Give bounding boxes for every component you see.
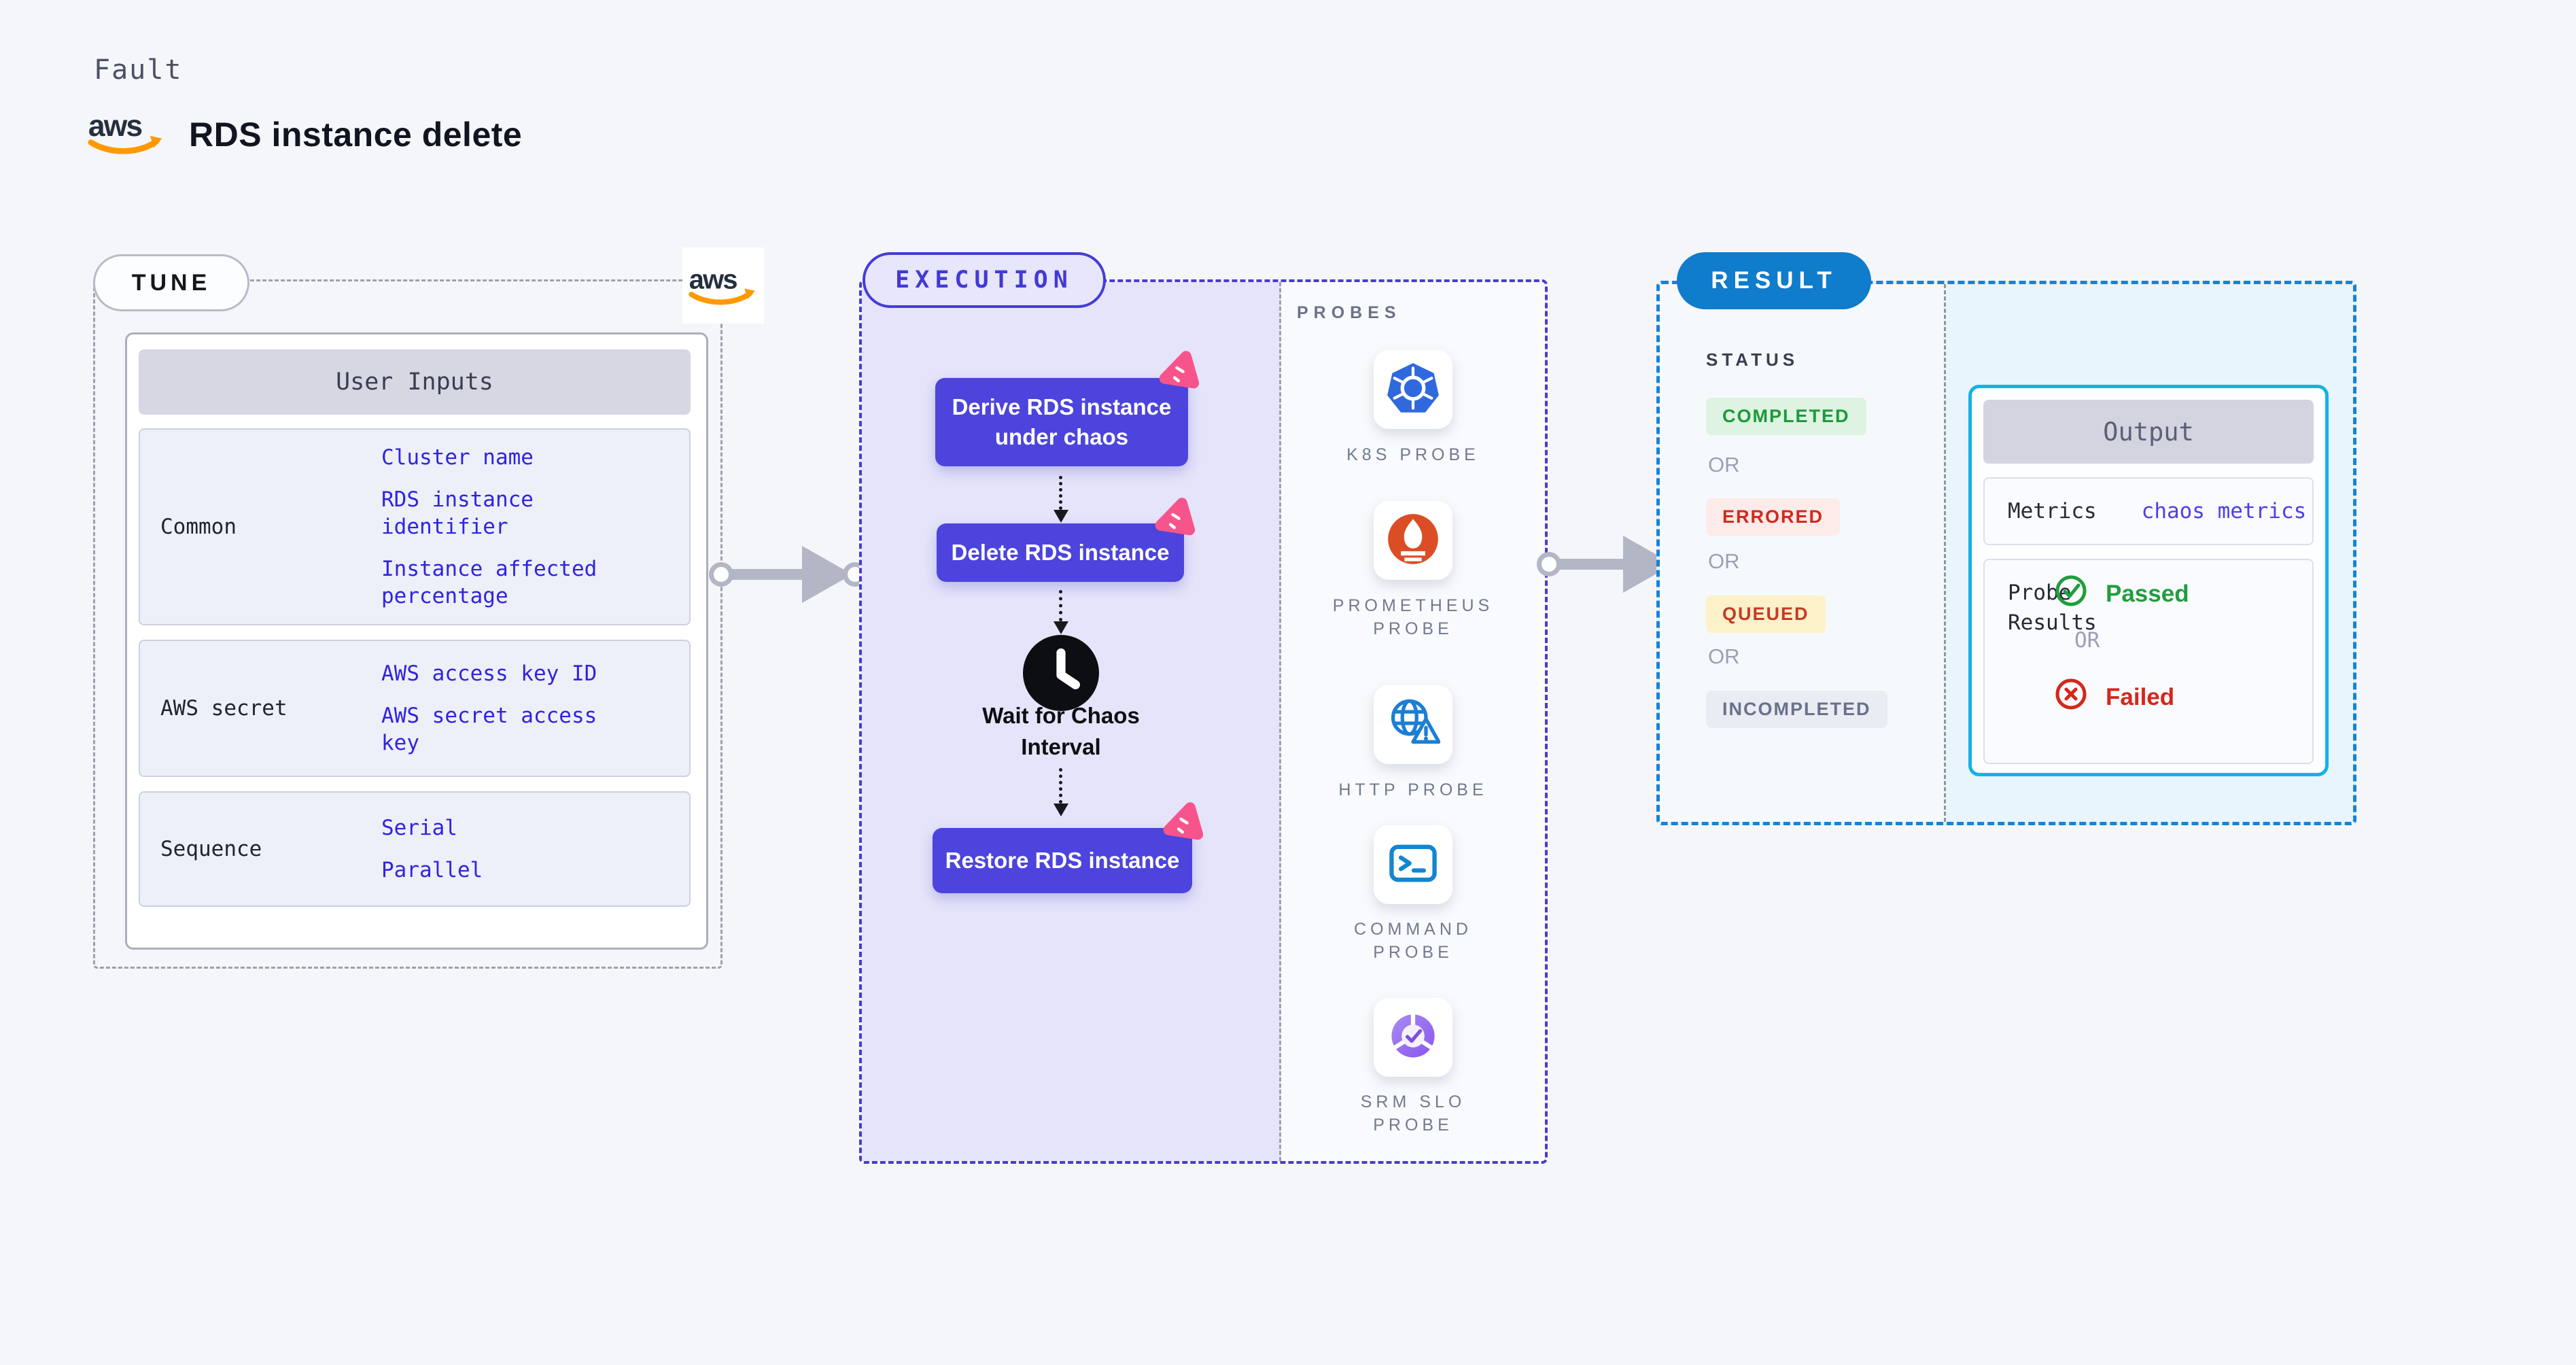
check-circle-icon [2054, 574, 2088, 614]
flow-dotted-line [1059, 768, 1062, 804]
x-circle-icon [2054, 677, 2088, 717]
input-value: Instance affected percentage [381, 557, 597, 608]
status-badge-completed: COMPLETED [1706, 398, 1866, 435]
step-derive-rds-instance: Derive RDS instance under chaos [935, 378, 1188, 466]
row-label: Common [160, 515, 237, 539]
execution-badge: EXECUTION [863, 252, 1106, 308]
probe-card [1374, 825, 1452, 904]
fault-category-label: Fault [94, 54, 183, 86]
row-values: Serial Parallel [381, 814, 626, 884]
svg-text:aws: aws [88, 109, 141, 143]
input-value: AWS access key ID [381, 661, 597, 686]
input-value: RDS instance identifier [381, 487, 534, 539]
user-inputs-row-aws-secret: AWS secret AWS access key ID AWS secret … [139, 640, 691, 777]
status-badge-errored: ERRORED [1706, 498, 1841, 536]
user-inputs-header: User Inputs [139, 349, 691, 415]
slo-check-icon [1386, 1009, 1440, 1067]
input-value: Serial [381, 816, 457, 840]
chaos-fault-icon [1151, 496, 1200, 549]
flow-arrow-head [1054, 804, 1068, 816]
result-badge: RESULT [1677, 252, 1871, 309]
status-badge-queued: QUEUED [1706, 595, 1826, 633]
terminal-icon [1386, 836, 1440, 894]
probe-result-failed: Failed [2054, 677, 2174, 717]
connector-ring [709, 562, 733, 587]
input-value: Cluster name [381, 445, 534, 470]
flow-arrow-head [1054, 621, 1068, 634]
title-row: aws RDS instance delete [87, 107, 522, 161]
row-label: AWS secret [160, 696, 288, 721]
flow-arrow-line [1556, 559, 1629, 570]
probe-result-or-separator: OR [2074, 628, 2100, 653]
input-value: AWS secret access key [381, 704, 597, 755]
probe-card [1374, 501, 1452, 580]
globe-warning-icon [1386, 696, 1441, 754]
user-inputs-row-common: Common Cluster name RDS instance identif… [139, 428, 691, 625]
probe-result-passed: Passed [2054, 574, 2189, 614]
page-title: RDS instance delete [189, 115, 523, 154]
metrics-value: chaos metrics [2141, 499, 2307, 523]
wait-interval-label: Wait for Chaos Interval [982, 703, 1140, 759]
input-value: Parallel [381, 858, 483, 882]
status-or-separator: OR [1708, 644, 1740, 668]
probes-header: PROBES [1297, 303, 1402, 322]
aws-corner-logo-icon: aws [682, 247, 764, 324]
flow-arrow-line [727, 569, 807, 580]
probe-results-row: Probe Results Passed OR Failed [1983, 559, 2314, 764]
flow-arrow-head [1054, 510, 1068, 523]
probe-label: PROMETHEUS PROBE [1332, 596, 1494, 638]
probe-label: K8S PROBE [1346, 445, 1480, 464]
probe-label: COMMAND PROBE [1354, 920, 1472, 962]
result-status-panel [1660, 284, 1946, 822]
step-delete-rds-instance: Delete RDS instance [937, 523, 1184, 582]
probe-card [1374, 350, 1452, 429]
flow-dotted-line [1059, 590, 1062, 621]
tune-badge: TUNE [93, 254, 249, 311]
prometheus-icon [1386, 512, 1440, 570]
connector-ring [1537, 552, 1561, 576]
status-badge-incompleted: INCOMPLETED [1706, 691, 1887, 728]
output-header: Output [1983, 400, 2314, 464]
svg-text:aws: aws [689, 264, 737, 294]
kubernetes-icon [1386, 361, 1440, 419]
failed-label: Failed [2106, 683, 2175, 710]
chaos-fault-icon [1160, 801, 1208, 853]
tune-section-box [93, 279, 723, 969]
metrics-label: Metrics [2008, 499, 2097, 523]
metrics-row: Metrics chaos metrics [1983, 477, 2314, 545]
user-inputs-row-sequence: Sequence Serial Parallel [139, 791, 691, 907]
status-or-separator: OR [1708, 453, 1740, 477]
clock-icon [1023, 635, 1099, 711]
chaos-fault-icon [1155, 349, 1204, 402]
aws-logo-icon: aws [87, 107, 166, 161]
flow-dotted-line [1059, 476, 1062, 510]
probe-label: HTTP PROBE [1338, 780, 1488, 799]
status-or-separator: OR [1708, 549, 1740, 573]
passed-label: Passed [2106, 580, 2189, 607]
probe-label: SRM SLO PROBE [1360, 1092, 1466, 1135]
step-restore-rds-instance: Restore RDS instance [933, 828, 1192, 893]
row-values: Cluster name RDS instance identifier Ins… [381, 444, 626, 610]
row-label: Sequence [160, 837, 262, 861]
status-header: STATUS [1706, 349, 1799, 370]
probe-card [1374, 998, 1452, 1077]
row-values: AWS access key ID AWS secret access key [381, 660, 626, 757]
probe-card [1374, 685, 1452, 764]
